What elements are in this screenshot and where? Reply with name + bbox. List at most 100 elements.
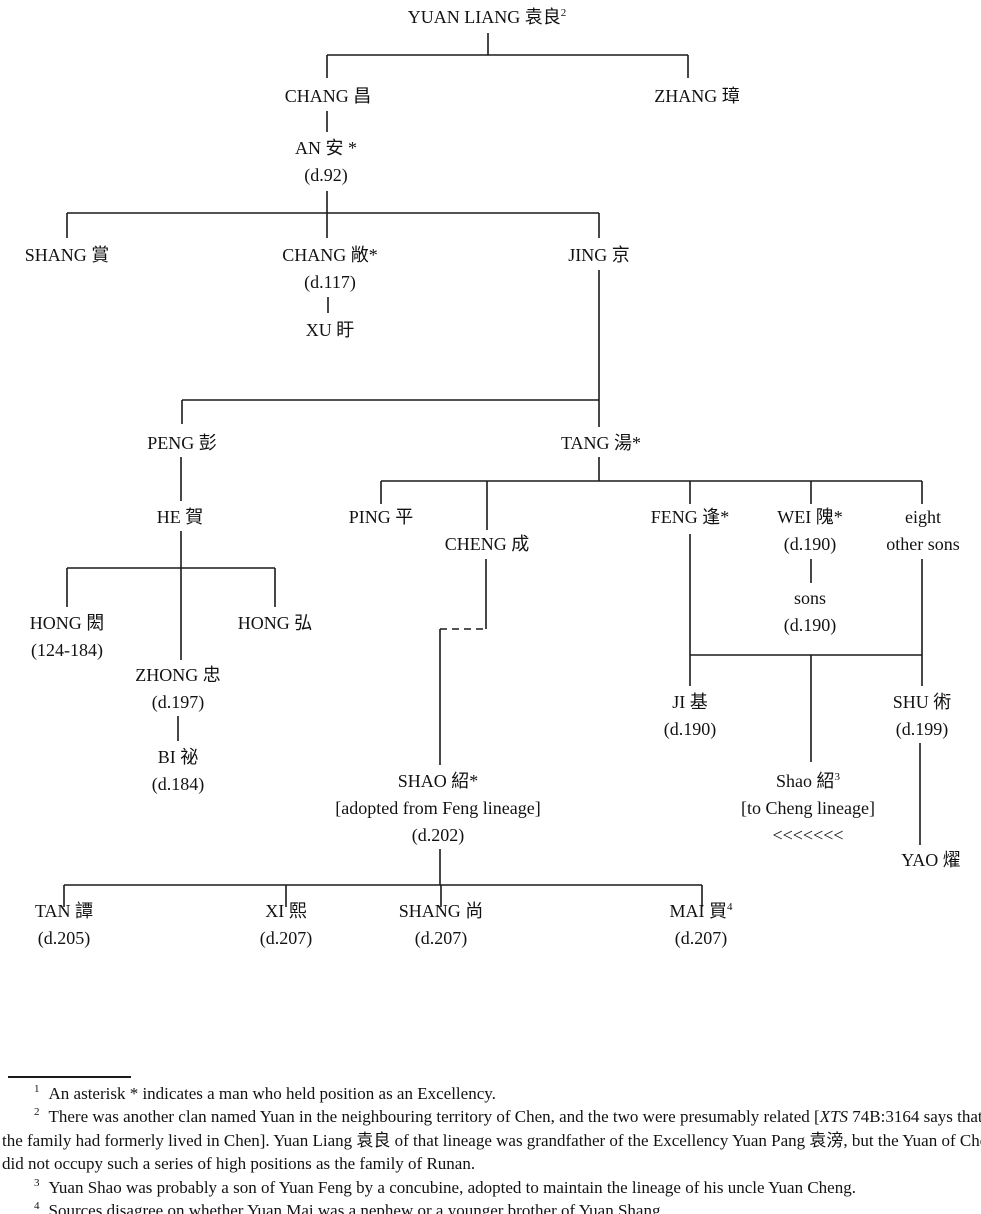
footnote-text: There was another clan named Yuan in the… (48, 1107, 820, 1126)
person-node-shu: SHU 術 (d.199) (893, 689, 952, 743)
person-node-xi: XI 熙 (d.207) (260, 898, 313, 952)
person-name: Shao 紹3 (776, 771, 841, 791)
person-name: WEI 隗* (777, 507, 843, 527)
person-name: PING 平 (348, 507, 414, 527)
person-dates: (d.207) (674, 928, 728, 948)
person-name: HE 賀 (156, 507, 204, 527)
footnote-4: 4 Sources disagree on whether Yuan Mai wa… (34, 1199, 665, 1214)
footnote-marker: 1 (34, 1083, 40, 1096)
footnote-ref: 3 (834, 771, 841, 783)
person-node-tang: TANG 湯* (561, 430, 641, 457)
person-dates: (d.184) (151, 774, 205, 794)
person-node-an: AN 安 * (d.92) (295, 135, 357, 189)
footnote-2-line-1: 2 There was another clan named Yuan in th… (34, 1105, 981, 1128)
person-name: PENG 彭 (147, 433, 217, 453)
person-name: other sons (886, 534, 960, 554)
person-note: [to Cheng lineage] (741, 798, 875, 818)
person-node-zhang: ZHANG 璋 (654, 83, 740, 110)
person-dates: (d.92) (304, 165, 348, 185)
person-name: SHAO 紹* (397, 771, 479, 791)
person-node-eight-other-sons: eight other sons (886, 504, 960, 558)
person-node-mai: MAI 買4 (d.207) (670, 898, 733, 952)
person-node-wei: WEI 隗* (d.190) (777, 504, 842, 558)
person-node-he: HE 賀 (157, 504, 204, 531)
footnote-text: did not occupy such a series of high pos… (2, 1154, 476, 1173)
person-node-shao-adopted: SHAO 紹* [adopted from Feng lineage] (d.2… (335, 768, 540, 849)
person-node-zhong: ZHONG 忠 (d.197) (135, 662, 221, 716)
person-node-tan: TAN 譚 (d.205) (35, 898, 93, 952)
person-name: JI 基 (672, 692, 708, 712)
person-name: HONG 弘 (237, 613, 313, 633)
person-dates: (d.117) (304, 272, 356, 292)
person-dates: (d.205) (37, 928, 91, 948)
footnote-1: 1 An asterisk * indicates a man who held … (34, 1082, 496, 1105)
footnote-ref: 4 (727, 901, 733, 913)
person-name: ZHANG 璋 (654, 86, 740, 106)
person-name: ZHONG 忠 (135, 665, 221, 685)
person-node-chang: CHANG 昌 (285, 83, 372, 110)
footnote-text-italic: XTS (819, 1107, 849, 1126)
footnote-text: Yuan Shao was probably a son of Yuan Fen… (48, 1178, 856, 1197)
person-name: BI 祕 (157, 747, 199, 767)
person-dates: (d.207) (259, 928, 313, 948)
person-dates: (d.190) (663, 719, 717, 739)
footnote-marker: 3 (34, 1177, 40, 1190)
footnote-text: the family had formerly lived in Chen]. … (2, 1131, 981, 1150)
person-node-hong-1: HONG 閎 (124-184) (30, 610, 105, 664)
footnote-2-line-2: the family had formerly lived in Chen]. … (2, 1129, 981, 1152)
person-node-jing: JING 京 (568, 242, 630, 269)
footnote-text: 74B:3164 says that (848, 1107, 981, 1126)
person-node-chang-2: CHANG 敞* (d.117) (282, 242, 378, 296)
person-name: SHANG 尚 (398, 901, 484, 921)
person-dates: (124-184) (31, 640, 103, 660)
person-node-yao: YAO 燿 (901, 847, 961, 874)
person-node-shao-to-cheng: Shao 紹3 [to Cheng lineage] <<<<<<< (741, 768, 875, 849)
person-name: SHU 術 (892, 692, 952, 712)
person-name: sons (793, 588, 826, 608)
footnote-3: 3 Yuan Shao was probably a son of Yuan Fe… (34, 1176, 856, 1199)
footnote-text: Sources disagree on whether Yuan Mai was… (48, 1201, 665, 1214)
person-name: TANG 湯* (560, 433, 642, 453)
footnote-text: An asterisk * indicates a man who held p… (48, 1084, 496, 1103)
person-name: HONG 閎 (29, 613, 105, 633)
person-name: YAO 燿 (901, 850, 961, 870)
person-name: SHANG 賞 (24, 245, 110, 265)
person-name: TAN 譚 (34, 901, 94, 921)
person-node-cheng: CHENG 成 (445, 531, 530, 558)
person-dates: (d.202) (411, 825, 465, 845)
person-name: CHANG 敞* (282, 245, 378, 265)
person-node-peng: PENG 彭 (147, 430, 217, 457)
person-node-xu: XU 盱 (306, 317, 355, 344)
person-node-bi: BI 祕 (d.184) (152, 744, 205, 798)
footnote-marker: 4 (34, 1200, 40, 1213)
footnote-marker: 2 (34, 1106, 40, 1119)
footnote-ref: 2 (560, 7, 567, 19)
person-node-ping: PING 平 (349, 504, 414, 531)
person-name: JING 京 (568, 245, 630, 265)
person-name: eight (905, 507, 941, 527)
person-node-yuan-liang: YUAN LIANG 袁良2 (408, 4, 566, 31)
person-note: [adopted from Feng lineage] (335, 798, 541, 818)
person-dates: (d.199) (895, 719, 949, 739)
person-node-shang-1: SHANG 賞 (25, 242, 110, 269)
person-name: CHENG 成 (444, 534, 530, 554)
person-node-feng: FENG 逢* (651, 504, 730, 531)
person-dates: (d.197) (151, 692, 205, 712)
person-dates: (d.207) (414, 928, 468, 948)
adoption-arrows: <<<<<<< (772, 825, 844, 845)
person-node-sons: sons (d.190) (784, 585, 837, 639)
person-name: YUAN LIANG 袁良2 (407, 7, 567, 27)
person-name: FENG 逢* (650, 507, 730, 527)
person-name: CHANG 昌 (284, 86, 372, 106)
person-node-hong-2: HONG 弘 (238, 610, 313, 637)
person-dates: (d.190) (783, 615, 837, 635)
footnote-2-line-3: did not occupy such a series of high pos… (2, 1152, 475, 1175)
person-node-ji: JI 基 (d.190) (664, 689, 717, 743)
person-name: AN 安 * (295, 138, 357, 158)
person-name: XI 熙 (265, 901, 307, 921)
person-name: XU 盱 (305, 320, 355, 340)
person-node-shang-2: SHANG 尚 (d.207) (399, 898, 484, 952)
person-dates: (d.190) (783, 534, 837, 554)
